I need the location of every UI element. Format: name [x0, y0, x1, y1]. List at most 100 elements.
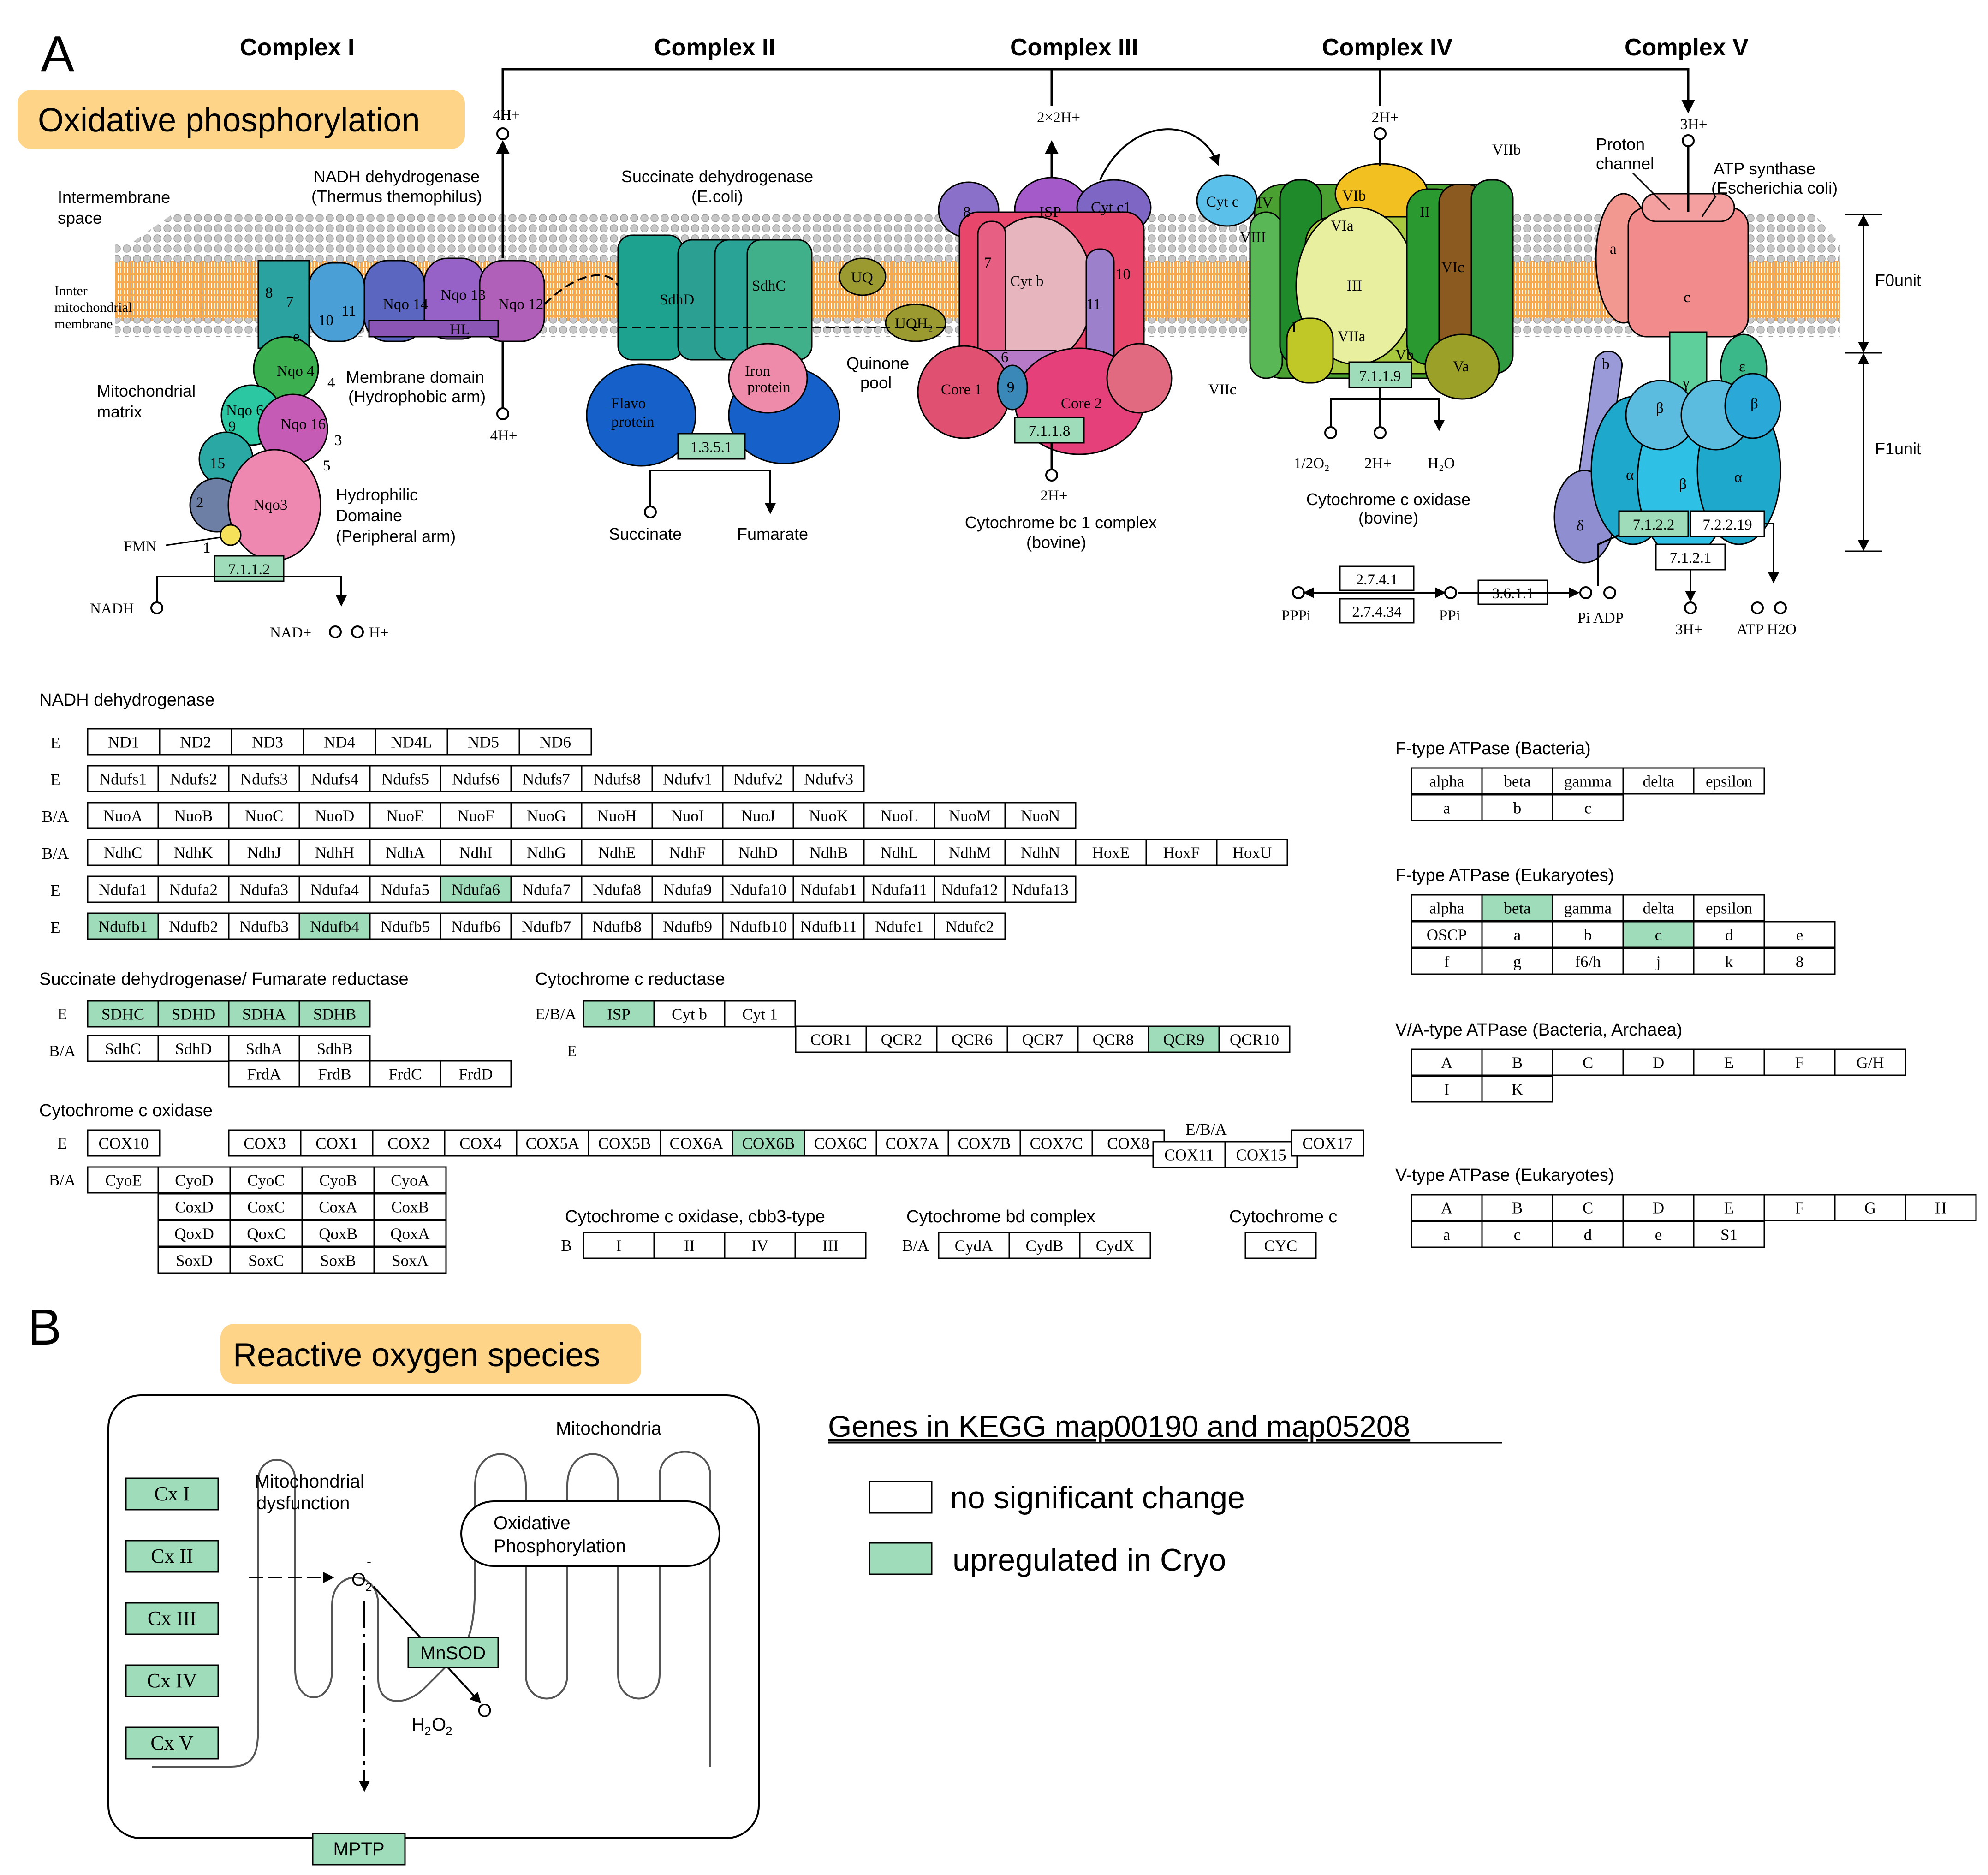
gene-cell — [794, 1232, 867, 1259]
gene-cell-label: B — [1512, 1054, 1523, 1071]
ci-sub-nqo6: Nqo 6 — [226, 402, 264, 419]
gene-cell — [518, 728, 592, 756]
gene-cell-label: Ndufb8 — [592, 917, 642, 935]
gene-cell-label: 8 — [1796, 952, 1804, 970]
gene-cell-label: NdhH — [315, 844, 355, 862]
gene-cell — [875, 1129, 949, 1157]
gene-cell-label: QCR6 — [952, 1030, 993, 1048]
nad-label: NAD+ — [270, 625, 311, 641]
atpase-title: V/A-type ATPase (Bacteria, Archaea) — [1395, 1020, 1682, 1040]
gene-cell-label: COX5B — [598, 1134, 651, 1152]
gene-cell — [583, 1232, 655, 1259]
complex-v: a c b γ ε δ β β α β α 7.1.2.2 7.2.2.19 7… — [1553, 193, 1781, 571]
atpase-title: V-type ATPase (Eukaryotes) — [1395, 1166, 1614, 1185]
gene-cell-label: ND6 — [540, 733, 571, 751]
gene-cell-label: NdhK — [174, 844, 214, 862]
ros-title-bg — [220, 1324, 641, 1384]
gene-cell-label: Ndufa1 — [99, 881, 147, 899]
gene-cell-label: Ndufs4 — [311, 770, 358, 788]
gene-cell-label: SdhA — [246, 1040, 283, 1058]
gene-cell — [303, 728, 376, 756]
gene-cell — [1145, 839, 1218, 866]
gene-cell — [722, 912, 794, 940]
f1-label: F1unit — [1875, 439, 1921, 458]
gene-cell-label: CYC — [1264, 1237, 1298, 1255]
gene-cell-label: QCR10 — [1230, 1030, 1279, 1048]
gene-cell-label: COX8 — [1107, 1134, 1149, 1152]
gene-cell-label: NuoL — [881, 807, 918, 825]
ciii-sub-9: 9 — [1007, 379, 1015, 396]
row-prefix: E — [50, 734, 60, 752]
gene-cell — [301, 1166, 375, 1194]
gene-cell-label: CyoD — [175, 1171, 214, 1189]
civ-sub-viib: VIIb — [1492, 142, 1521, 158]
sdhd-label: SdhD — [660, 292, 694, 308]
gene-cell-label: COX17 — [1303, 1134, 1353, 1152]
gene-cell — [157, 1035, 230, 1062]
h2o2-sub2: 2 — [446, 1724, 452, 1738]
gene-cell-label: alpha — [1429, 772, 1464, 790]
inner-membrane-label-1: Innter — [54, 283, 88, 298]
cbb3-title: Cytochrome c oxidase, cbb3-type — [565, 1207, 825, 1226]
sdh-table-title: Succinate dehydrogenase/ Fumarate reduct… — [39, 970, 409, 989]
gene-cell-label: COX6A — [670, 1134, 724, 1152]
gene-cell-label: Ndufa12 — [941, 881, 998, 899]
gene-cell-label: QCR8 — [1093, 1030, 1134, 1048]
ci-sub-5: 5 — [323, 458, 331, 474]
gene-cell — [1693, 947, 1765, 975]
intermembrane-label-2: space — [58, 208, 102, 227]
gene-cell-label: NdhB — [809, 844, 848, 862]
gene-cell-label: E — [1724, 1199, 1734, 1217]
gene-cell-label: SoxB — [320, 1251, 356, 1269]
ciii-sub-7: 7 — [984, 255, 992, 271]
iron-1: Iron — [745, 363, 770, 380]
ec-27434: 2.7.4.34 — [1352, 604, 1401, 620]
gene-cell — [1411, 947, 1483, 975]
ci-sub-11: 11 — [341, 303, 356, 320]
gene-cell — [157, 875, 230, 903]
gene-cell — [651, 765, 724, 792]
gene-cell — [510, 912, 583, 940]
ci-sub-9: 9 — [228, 418, 236, 435]
ciii-sub-10: 10 — [1115, 266, 1131, 283]
proton-bracket — [501, 68, 1695, 120]
complex-v-ec3: 7.1.2.1 — [1670, 550, 1712, 566]
complex-ii: 1.3.5.1 SdhD SdhC Flavo protein Iron pro… — [543, 234, 950, 467]
gene-cell — [1552, 947, 1624, 975]
gene-cell-label: HoxU — [1232, 844, 1272, 862]
gene-cell — [298, 1035, 371, 1062]
gene-cell — [1411, 794, 1483, 821]
succinate-label: Succinate — [609, 524, 682, 543]
cv-sub-gamma: γ — [1682, 375, 1690, 391]
gene-cell — [1481, 921, 1553, 948]
row-prefix: E — [50, 918, 60, 936]
header-complex-iv: Complex IV — [1322, 34, 1452, 61]
gene-cell — [440, 1060, 512, 1088]
complex-headers: Complex I Complex II Complex III Complex… — [240, 34, 1749, 61]
gene-cell-label: A — [1441, 1199, 1453, 1217]
gene-cell — [87, 802, 159, 829]
complex-iv-ec: 7.1.1.9 — [1359, 368, 1401, 385]
gene-cell-label: CoxC — [247, 1198, 285, 1216]
gene-cell — [1411, 767, 1483, 795]
gene-cell — [792, 765, 865, 792]
row-prefix: B — [561, 1237, 571, 1255]
gene-cell — [651, 875, 724, 903]
atp-synthase-1: ATP synthase — [1714, 159, 1815, 178]
atp-synthase-2: (Escherichia coli) — [1711, 179, 1838, 197]
gene-cell — [863, 802, 935, 829]
cv-sub-b: b — [1602, 356, 1610, 373]
gene-cell — [228, 875, 300, 903]
gene-cell — [863, 875, 935, 903]
gene-cell-label: NdhI — [459, 844, 493, 862]
ciii-sub-11: 11 — [1086, 296, 1101, 313]
gene-cell — [1693, 1194, 1765, 1221]
ciii-sub-cytb: Cyt b — [1010, 273, 1043, 290]
gene-cell — [724, 1000, 796, 1028]
gene-cell-label: COX15 — [1236, 1146, 1286, 1164]
gene-cell-label: COR1 — [810, 1030, 851, 1048]
gene-cell — [1481, 1048, 1553, 1076]
gene-cell-label: ND2 — [180, 733, 211, 751]
cristae — [152, 1451, 711, 1768]
complex-iv-name-2: (bovine) — [1358, 508, 1418, 527]
